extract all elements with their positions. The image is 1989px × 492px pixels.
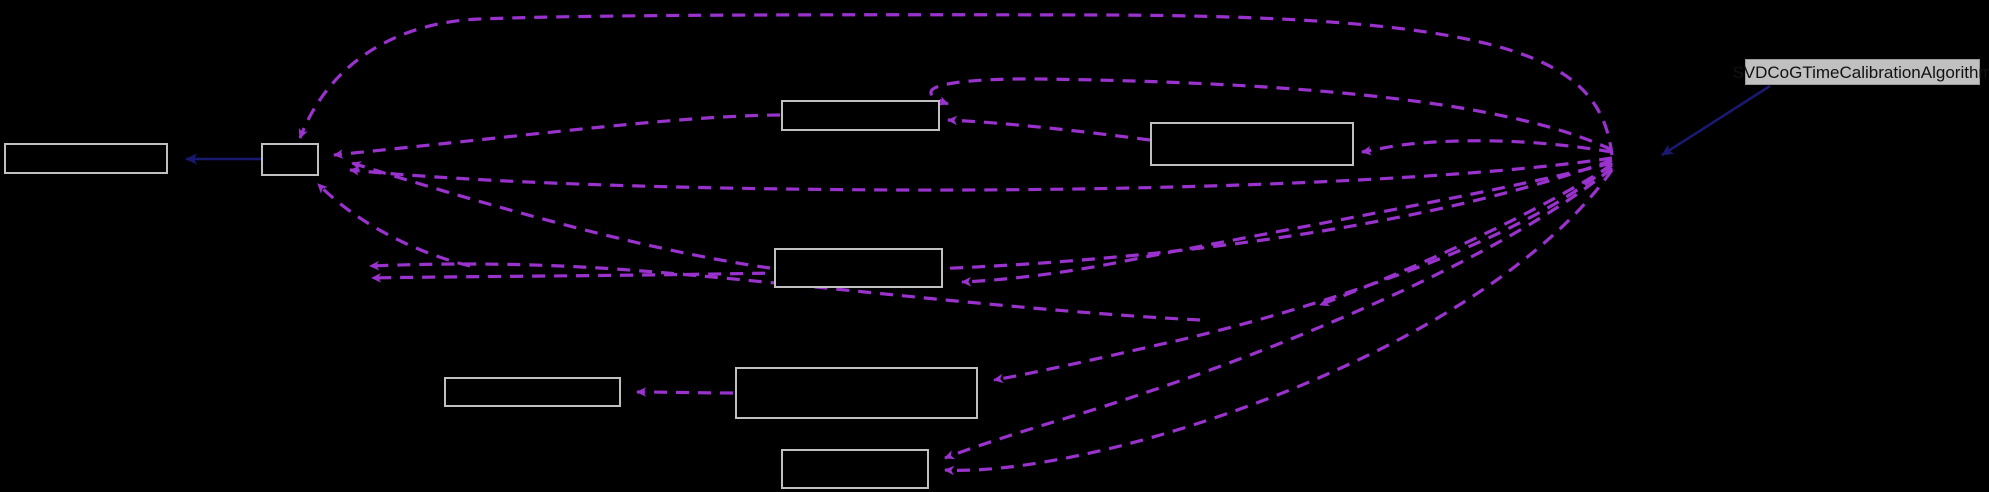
edge-path-convergence-to-bottom-a xyxy=(944,166,1614,460)
node-label-svdcogtimecalibrationalgorithm: SVDCoGTimeCalibrationAlgorithm xyxy=(1732,62,1989,82)
node-svdcogtimecalibrationalgorithm[interactable]: SVDCoGTimeCalibrationAlgorithm xyxy=(1732,59,1989,85)
node-unlabeled-lower-left[interactable] xyxy=(444,377,621,407)
edge-path-convergence-to-midpoint-arrow xyxy=(1319,163,1613,307)
edge-path-convergence-to-upper-right xyxy=(1361,139,1613,156)
edge-path-convergence-to-hub-left-2 xyxy=(349,156,1613,192)
node-unlabeled-lower-middle[interactable] xyxy=(735,367,978,419)
edge-path-lower-middle-to-lower-left xyxy=(636,387,734,397)
edge-path-convergence-to-center xyxy=(961,161,1613,287)
edge-path-svdcog-to-hub-left xyxy=(298,13,1614,156)
edge-path-convergence-to-bottom-b xyxy=(944,169,1614,476)
node-unlabeled-hub-left[interactable] xyxy=(261,143,319,176)
edge-path-convergence-to-lower-middle xyxy=(993,161,1614,384)
node-unlabeled-upper-right[interactable] xyxy=(1150,122,1354,166)
edge-path-svdcog-inherits xyxy=(1661,84,1771,157)
edge-path-center-to-hub-left xyxy=(351,161,771,270)
node-unlabeled-top-middle[interactable] xyxy=(781,100,940,131)
node-unlabeled-far-left[interactable] xyxy=(4,143,168,174)
edge-path-upper-right-to-top-middle xyxy=(947,115,1151,142)
node-unlabeled-center[interactable] xyxy=(774,248,943,288)
edge-path-top-middle-to-hub-left xyxy=(333,113,781,159)
node-unlabeled-bottom[interactable] xyxy=(781,449,929,489)
edge-path-stub-to-hub-left-lower xyxy=(316,182,471,268)
